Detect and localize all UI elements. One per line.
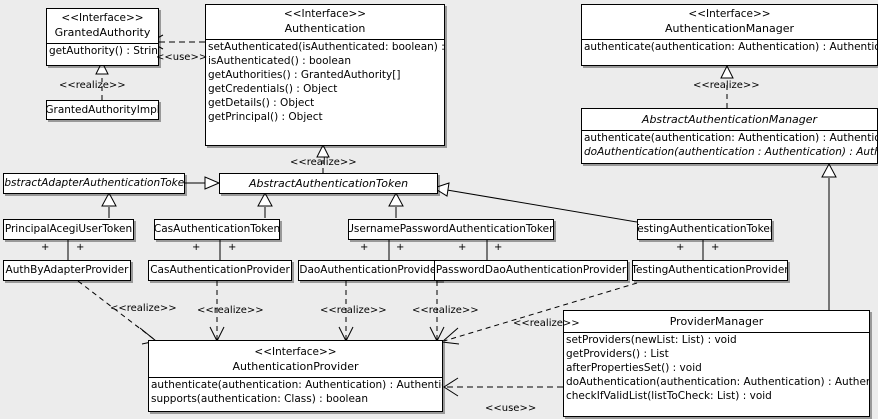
edge-generalization-adaptertoken (185, 176, 221, 190)
class-testing-authentication-token[interactable]: TestingAuthenticationToken (637, 219, 772, 240)
method-item: getCredentials() : Object (208, 83, 338, 95)
class-principal-acegi-user-token[interactable]: PrincipalAcegiUserToken (3, 219, 134, 240)
edge-generalization-casauthenticationtoken (257, 191, 273, 218)
edge-generalization-testingauthenticationtoken (432, 182, 638, 223)
stereotype-label: <<Interface>> (254, 346, 337, 358)
class-name-label: UsernamePasswordAuthenticationToken (348, 223, 554, 235)
class-cas-authentication-provider[interactable]: CasAuthenticationProvider (148, 260, 292, 281)
method-item: authenticate(authentication: Authenticat… (151, 379, 443, 391)
multiplicity-plus: + (360, 242, 369, 253)
stereotype-label: <<Interface>> (283, 8, 367, 20)
edge-label-use-grantedauthority: <<use>> (156, 52, 208, 63)
class-authentication[interactable]: <<Interface>> Authentication setAuthenti… (205, 4, 445, 146)
method-item: getAuthority() : String (49, 45, 159, 57)
edge-use-authenticationprovider (443, 377, 563, 397)
class-name-label: AuthenticationManager (665, 22, 794, 35)
multiplicity-plus: + (192, 242, 201, 253)
class-auth-by-adapter-provider[interactable]: AuthByAdapterProvider (3, 260, 131, 281)
class-header: <<Interface>> AuthenticationProvider (149, 341, 442, 377)
method-item: getAuthorities() : GrantedAuthority[] (208, 69, 401, 81)
edge-generalization-principalacegiusertoken (101, 191, 117, 218)
stereotype-label: <<Interface>> (61, 12, 144, 24)
class-name-label: CasAuthenticationToken (154, 223, 280, 235)
class-name-label: TestingAuthenticationToken (637, 223, 772, 235)
method-item: setAuthenticated(isAuthenticated: boolea… (208, 41, 445, 53)
class-name-label: Authentication (284, 22, 366, 35)
class-password-dao-authentication-provider[interactable]: PasswordDaoAuthenticationProvider (434, 260, 628, 281)
class-name-label: AbstractAuthenticationToken (248, 177, 409, 190)
multiplicity-plus: + (41, 242, 50, 253)
edge-label-realize-passworddaoprovider: <<realize>> (412, 305, 479, 316)
method-item: getProviders() : List (566, 348, 669, 360)
methods-compartment: authenticate(authentication: Authenticat… (582, 130, 877, 159)
class-testing-authentication-provider[interactable]: TestingAuthenticationProvider (632, 260, 788, 281)
method-item: isAuthenticated() : boolean (208, 55, 351, 67)
methods-compartment: authenticate(authentication: Authenticat… (149, 377, 442, 406)
class-authentication-manager[interactable]: <<Interface>> AuthenticationManager auth… (581, 4, 878, 66)
class-provider-manager[interactable]: ProviderManager setProviders(newList: Li… (563, 310, 870, 417)
multiplicity-plus: + (711, 242, 720, 253)
method-item: authenticate(authentication: Authenticat… (584, 41, 878, 53)
edge-label-realize-daoprovider: <<realize>> (320, 305, 387, 316)
edge-label-realize-casprovider: <<realize>> (197, 305, 264, 316)
class-header: <<Interface>> AuthenticationManager (582, 5, 877, 39)
class-name-label: GrantedAuthority (54, 26, 151, 39)
method-item: doAuthentication(authentication : Authen… (584, 146, 877, 158)
class-username-password-authentication-token[interactable]: UsernamePasswordAuthenticationToken (348, 219, 554, 240)
multiplicity-plus: + (396, 242, 405, 253)
edge-label-realize-abstractauthenticationtoken: <<realize>> (290, 157, 357, 168)
class-abstract-authentication-manager[interactable]: AbstractAuthenticationManager authentica… (581, 108, 878, 164)
multiplicity-plus: + (458, 242, 467, 253)
multiplicity-plus: + (228, 242, 237, 253)
multiplicity-plus: + (676, 242, 685, 253)
edge-label-realize-abstractauthenticationmanager: <<realize>> (693, 80, 760, 91)
class-granted-authority-impl[interactable]: GrantedAuthorityImpl (46, 100, 159, 120)
multiplicity-plus: + (76, 242, 85, 253)
edge-label-realize-testingprovider: <<realize>> (513, 318, 580, 329)
stereotype-label: <<Interface>> (688, 8, 771, 20)
method-item: doAuthentication(authentication: Authent… (566, 376, 869, 388)
class-name-label: AuthByAdapterProvider (5, 264, 129, 276)
methods-compartment: getAuthority() : String (47, 43, 158, 58)
method-item: getPrincipal() : Object (208, 111, 323, 123)
class-abstract-authentication-token[interactable]: AbstractAuthenticationToken (219, 173, 438, 194)
methods-compartment: setAuthenticated(isAuthenticated: boolea… (206, 39, 444, 124)
method-item: authenticate(authentication: Authenticat… (584, 132, 878, 144)
method-item: afterPropertiesSet() : void (566, 362, 702, 374)
multiplicity-plus: + (494, 242, 503, 253)
edge-generalization-providermanager (821, 162, 837, 310)
class-name-label: AuthenticationProvider (232, 360, 359, 373)
edge-generalization-usernamepasswordtoken (388, 191, 404, 218)
class-name-label: GrantedAuthorityImpl (46, 103, 159, 116)
class-abstract-adapter-authentication-token[interactable]: AbstractAdapterAuthenticationToken (3, 173, 185, 194)
method-item: setProviders(newList: List) : void (566, 334, 737, 346)
class-header: <<Interface>> GrantedAuthority (47, 9, 158, 43)
class-name-label: PasswordDaoAuthenticationProvider (435, 264, 627, 276)
class-name-label: PrincipalAcegiUserToken (4, 223, 133, 235)
class-dao-authentication-provider[interactable]: DaoAuthenticationProvider (298, 260, 442, 281)
class-header: <<Interface>> Authentication (206, 5, 444, 39)
edge-label-use-providermanager: <<use>> (485, 403, 537, 414)
method-item: supports(authentication: Class) : boolea… (151, 393, 368, 405)
methods-compartment: authenticate(authentication: Authenticat… (582, 39, 877, 54)
class-name-label: CasAuthenticationProvider (150, 264, 290, 276)
class-granted-authority[interactable]: <<Interface>> GrantedAuthority getAuthor… (46, 8, 159, 66)
class-cas-authentication-token[interactable]: CasAuthenticationToken (154, 219, 280, 240)
class-name-label: ProviderManager (669, 315, 764, 328)
class-header: AbstractAuthenticationManager (582, 109, 877, 130)
methods-compartment: setProviders(newList: List) : void getPr… (564, 332, 869, 403)
class-header: ProviderManager (564, 311, 869, 332)
method-item: checkIfValidList(listToCheck: List) : vo… (566, 390, 772, 402)
class-name-label: AbstractAdapterAuthenticationToken (3, 177, 185, 189)
edge-label-realize-authbyadapterprovider: <<realize>> (110, 303, 177, 314)
class-authentication-provider[interactable]: <<Interface>> AuthenticationProvider aut… (148, 340, 443, 412)
method-item: getDetails() : Object (208, 97, 315, 109)
class-name-label: DaoAuthenticationProvider (299, 264, 441, 276)
edge-label-realize-grantedauthorityimpl: <<realize>> (59, 80, 126, 91)
class-name-label: TestingAuthenticationProvider (632, 264, 788, 276)
class-name-label: AbstractAuthenticationManager (641, 113, 818, 126)
